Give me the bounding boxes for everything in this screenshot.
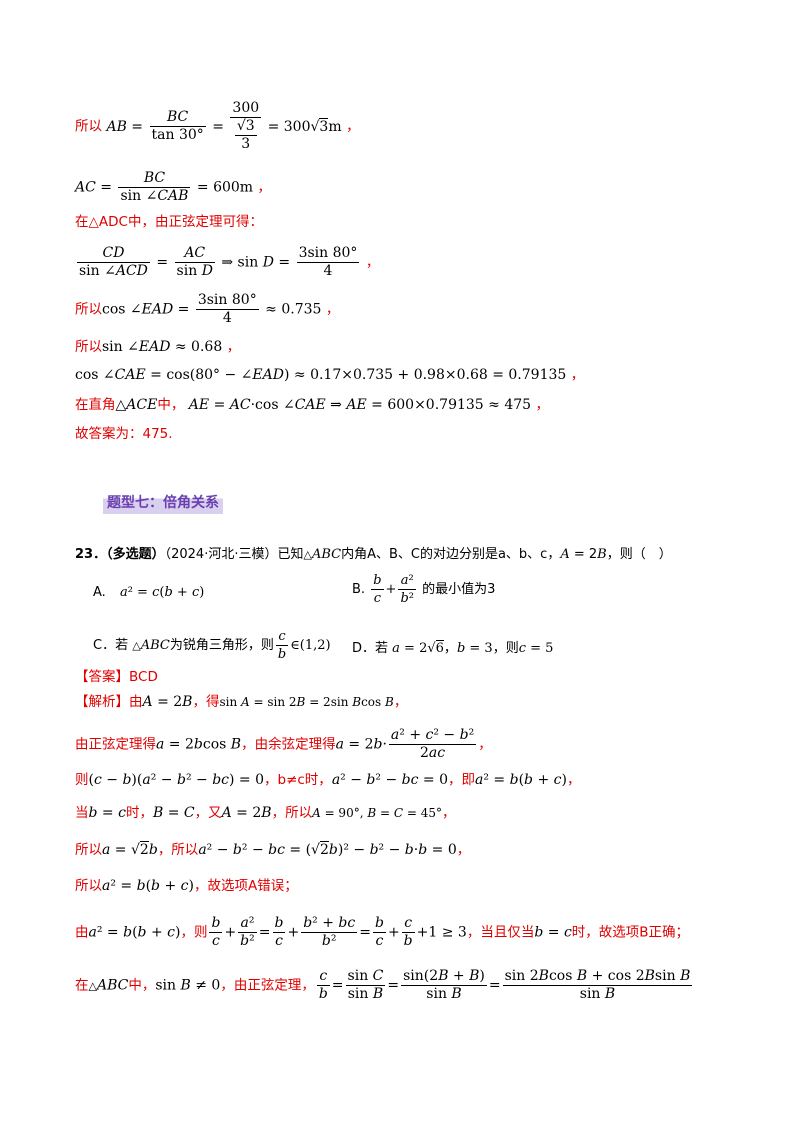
analysis-line-6: 所以a² = b(b + c)，故选项A错误； xyxy=(75,878,298,894)
section-heading: 题型七：倍角关系 xyxy=(103,490,223,514)
line-cos-cae: cos ∠CAE = cos(80° − ∠EAD) ≈ 0.17×0.735 … xyxy=(75,367,585,383)
analysis-line-2: 由正弦定理得a = 2bcos B，由余弦定理得a = 2b·a² + c² −… xyxy=(75,727,492,761)
analysis-line-5: 所以a = √2b，所以a² − b² − bc = (√2b)² − b² −… xyxy=(75,841,471,858)
final-answer: 故答案为：475. xyxy=(75,426,173,442)
line-cos-ead: 所以cos ∠EAD = 3sin 80°4 ≈ 0.735 ， xyxy=(75,292,340,326)
question-stem: 23．（多选题）（2024·河北·三模）已知△ABC内角A、B、C的对边分别是a… xyxy=(75,547,672,562)
option-d: D．若 a = 2√6，b = 3，则c = 5 xyxy=(352,640,554,656)
line-prefix: 所以 xyxy=(75,118,102,135)
analysis-line-1: 【解析】由A = 2B，得sin A = sin 2B = 2sin Bcos … xyxy=(75,694,408,710)
line-sin-ead: 所以sin ∠EAD ≈ 0.68 ， xyxy=(75,339,241,355)
line-ae: 在直角△ACE中， AE = AC·cos ∠CAE ⇒ AE = 600×0.… xyxy=(75,397,549,413)
option-a: A. a² = c(b + c) xyxy=(93,585,205,600)
answer-label: 【答案】BCD xyxy=(75,669,158,685)
analysis-line-3: 则(c − b)(a² − b² − bc) = 0，b≠c时，a² − b² … xyxy=(75,772,581,788)
line-adc-heading: 在△ADC中，由正弦定理可得： xyxy=(75,214,263,230)
analysis-line-4: 当b = c时，B = C，又A = 2B，所以A = 90°, B = C =… xyxy=(75,805,456,821)
